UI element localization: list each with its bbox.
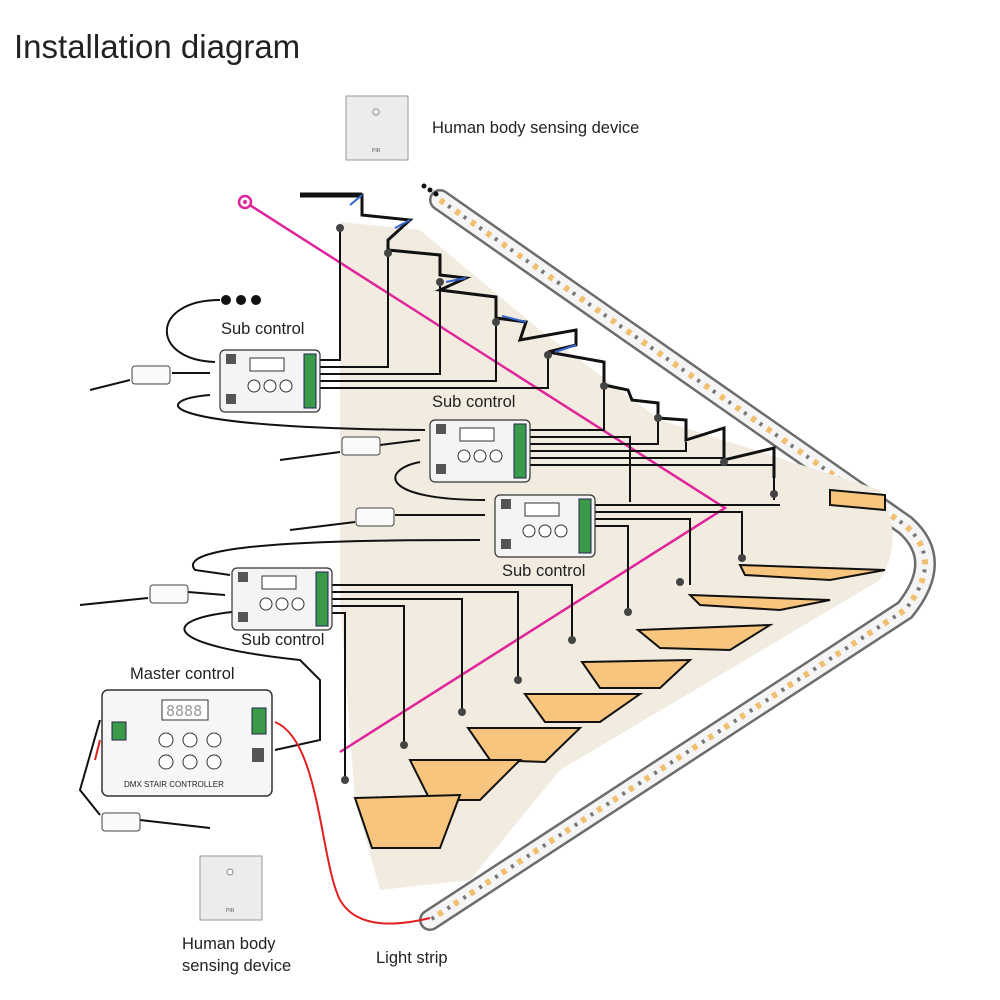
light-strip-label: Light strip	[376, 949, 448, 967]
svg-text:PIR: PIR	[372, 148, 381, 154]
lit-steps	[353, 488, 886, 849]
sub-control-label-2: Sub control	[432, 393, 516, 411]
control-wires	[78, 225, 780, 829]
sensor-bottom-panel: PIR	[199, 855, 263, 921]
power-adapter	[341, 436, 381, 456]
power-adapter	[355, 507, 395, 527]
junction-markers	[336, 224, 778, 784]
svg-text:DMX STAIR CONTROLLER: DMX STAIR CONTROLLER	[124, 780, 224, 789]
power-adapter	[131, 365, 171, 385]
master-control-label: Master control	[130, 665, 235, 683]
sensor-top-label: Human body sensing device	[432, 119, 640, 137]
upper-steps	[300, 192, 776, 478]
signal-wires	[94, 194, 577, 925]
sensor-top-panel: PIR	[345, 95, 409, 161]
sub-control-label-3: Sub control	[502, 562, 586, 580]
page-title: Installation diagram	[14, 28, 301, 65]
more-dots-icon	[221, 295, 261, 305]
sensor-bottom-label-line2: sensing device	[182, 957, 292, 975]
sub-control-box-3	[494, 494, 596, 558]
master-control-box: 8888 DMX STAIR CONTROLLER	[101, 689, 273, 797]
light-strip	[419, 189, 936, 931]
power-adapter	[149, 584, 189, 604]
svg-text:8888: 8888	[166, 702, 202, 720]
sub-control-box-4	[231, 567, 333, 631]
sub-control-label-1: Sub control	[221, 320, 305, 338]
sensor-bottom-label-line1: Human body	[182, 935, 276, 953]
sub-control-box-2	[429, 419, 531, 483]
svg-text:PIR: PIR	[226, 908, 235, 914]
sub-control-label-4: Sub control	[241, 631, 325, 649]
strip-dots	[421, 183, 439, 197]
sub-control-box-1	[219, 349, 321, 413]
power-adapter	[101, 812, 141, 832]
sensor-beam	[244, 200, 728, 754]
